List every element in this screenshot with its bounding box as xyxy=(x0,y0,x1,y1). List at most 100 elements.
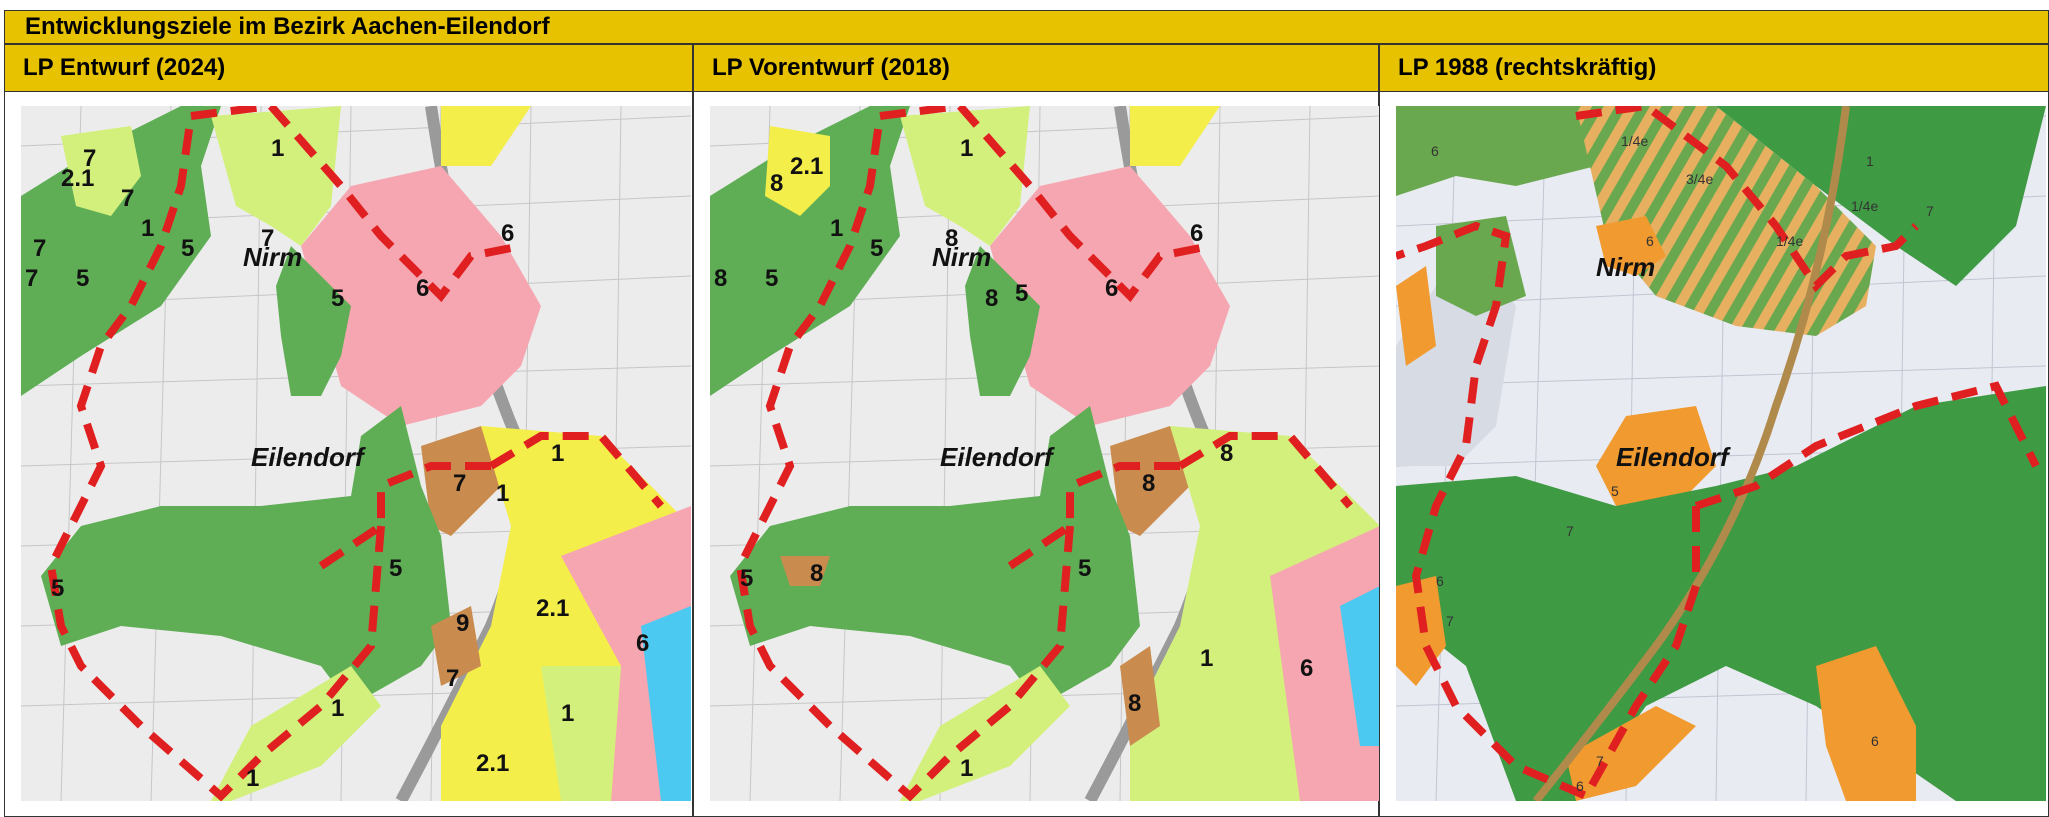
zone-label: 5 xyxy=(51,575,64,602)
zone-label: 1 xyxy=(960,135,973,162)
zone-orange-center xyxy=(1596,406,1716,506)
zone-label: 2.1 xyxy=(61,165,94,192)
zone-label: 6 xyxy=(1190,220,1203,247)
zone-label: 5 xyxy=(389,555,402,582)
zone-yellow-ne xyxy=(441,106,531,166)
zone-label: 2.1 xyxy=(476,750,509,777)
zone-label: 7 xyxy=(121,185,134,212)
zone-label: 1 xyxy=(830,215,843,242)
zone-label: 7 xyxy=(446,665,459,692)
zone-label: 5 xyxy=(331,285,344,312)
column-header-2024: LP Entwurf (2024) xyxy=(4,44,693,92)
zone-green-west xyxy=(21,226,121,366)
zone-label: 1 xyxy=(561,700,574,727)
place-label: Nirm xyxy=(932,242,991,272)
zone-label: 1/4e xyxy=(1621,133,1648,149)
zone-label: 1/4e xyxy=(1851,198,1878,214)
zone-yellow-ne xyxy=(1130,106,1220,166)
zone-label: 9 xyxy=(456,610,469,637)
zone-label: 6 xyxy=(1431,143,1439,159)
zone-label: 7 xyxy=(1566,523,1574,539)
zone-label: 2.1 xyxy=(536,595,569,622)
zone-label: 1 xyxy=(960,755,973,782)
zone-label: 5 xyxy=(870,235,883,262)
zone-label: 1 xyxy=(551,440,564,467)
zone-blue-se xyxy=(641,606,691,801)
map-vorentwurf-2018: Nirm Eilendorf 8 2.1 1 1 8 5 8 5 8 5 6 6… xyxy=(710,106,1380,801)
zone-label: 8 xyxy=(945,225,958,252)
zone-label: 1 xyxy=(271,135,284,162)
zone-light-green-nw xyxy=(61,126,141,216)
column-heading-1988: LP 1988 (rechtskräftig) xyxy=(1398,54,1657,81)
zone-label: 5 xyxy=(765,265,778,292)
zone-label: 7 xyxy=(25,265,38,292)
zone-orange-w xyxy=(1396,266,1436,366)
map-entwurf-2024: Nirm Eilendorf 7 2.1 7 1 1 7 5 7 5 7 5 6… xyxy=(21,106,691,801)
zone-orange-s xyxy=(1816,646,1916,801)
column-heading-2018: LP Vorentwurf (2018) xyxy=(712,54,950,81)
zone-pink-ne xyxy=(990,166,1230,426)
zone-label: 7 xyxy=(261,225,274,252)
column-body-1988: Nirm Eilendorf 6 1/4e 3/4e 1 1/4e 6 1/4e… xyxy=(1379,92,2049,817)
zone-label: 5 xyxy=(1611,483,1619,499)
zone-brown-e xyxy=(1110,426,1190,536)
column-body-2024: Nirm Eilendorf 7 2.1 7 1 1 7 5 7 5 7 5 6… xyxy=(4,92,693,817)
zone-label: 8 xyxy=(810,560,823,587)
zone-orange-n xyxy=(1596,216,1666,276)
zone-yellow-nw xyxy=(765,126,830,216)
zone-brown-e xyxy=(421,426,501,536)
column-body-2018: Nirm Eilendorf 8 2.1 1 1 8 5 8 5 8 5 6 6… xyxy=(693,92,1380,817)
page-title: Entwicklungsziele im Bezirk Aachen-Eilen… xyxy=(4,10,2049,44)
zone-label: 7 xyxy=(453,470,466,497)
railway-line xyxy=(1532,106,1850,801)
zone-label: 6 xyxy=(1300,655,1313,682)
place-label: Eilendorf xyxy=(940,442,1055,472)
zone-label: 7 xyxy=(1446,613,1454,629)
zone-label: 7 xyxy=(1596,753,1604,769)
zone-green-ne xyxy=(1716,106,2046,286)
zone-light-green-n xyxy=(900,106,1030,246)
zone-label: 6 xyxy=(416,275,429,302)
zone-label: 5 xyxy=(1015,280,1028,307)
place-label: Eilendorf xyxy=(1616,442,1731,472)
boundary-line xyxy=(735,106,1354,801)
zone-label: 1 xyxy=(496,480,509,507)
zone-label: 7 xyxy=(33,235,46,262)
place-label: Nirm xyxy=(243,242,302,272)
place-label: Eilendorf xyxy=(251,442,366,472)
place-label: Nirm xyxy=(1596,252,1655,282)
zone-label: 8 xyxy=(1142,470,1155,497)
zone-green-nw xyxy=(1396,106,1616,196)
zone-label: 3/4e xyxy=(1686,171,1713,187)
zone-label: 8 xyxy=(985,285,998,312)
zone-label: 5 xyxy=(1078,555,1091,582)
zone-label: 6 xyxy=(1871,733,1879,749)
zone-label: 6 xyxy=(501,220,514,247)
zone-label: 6 xyxy=(636,630,649,657)
zone-label: 5 xyxy=(76,265,89,292)
zone-green-south xyxy=(730,406,1140,706)
zone-pink-se xyxy=(1270,526,1380,801)
boundary-line xyxy=(46,106,665,801)
zone-label: 5 xyxy=(740,565,753,592)
zone-green-south xyxy=(41,406,451,706)
zone-brown-s xyxy=(431,606,481,686)
zone-brown-w xyxy=(780,556,830,586)
zone-label: 6 xyxy=(1576,778,1584,794)
zone-label: 1 xyxy=(1866,153,1874,169)
zone-label: 1 xyxy=(1200,645,1213,672)
page-title-text: Entwicklungsziele im Bezirk Aachen-Eilen… xyxy=(25,13,550,40)
zone-label: 1 xyxy=(141,215,154,242)
map-lp-1988: Nirm Eilendorf 6 1/4e 3/4e 1 1/4e 6 1/4e… xyxy=(1396,106,2046,801)
zone-label: 6 xyxy=(1646,233,1654,249)
zone-label: 1 xyxy=(331,695,344,722)
zone-label: 1 xyxy=(246,765,259,792)
zone-pink-ne xyxy=(301,166,541,426)
zone-label: 8 xyxy=(770,170,783,197)
zone-label: 2.1 xyxy=(790,153,823,180)
column-heading-2024: LP Entwurf (2024) xyxy=(23,54,226,81)
column-header-2018: LP Vorentwurf (2018) xyxy=(693,44,1379,92)
zone-label: 1/4e xyxy=(1776,233,1803,249)
zone-label: 8 xyxy=(714,265,727,292)
